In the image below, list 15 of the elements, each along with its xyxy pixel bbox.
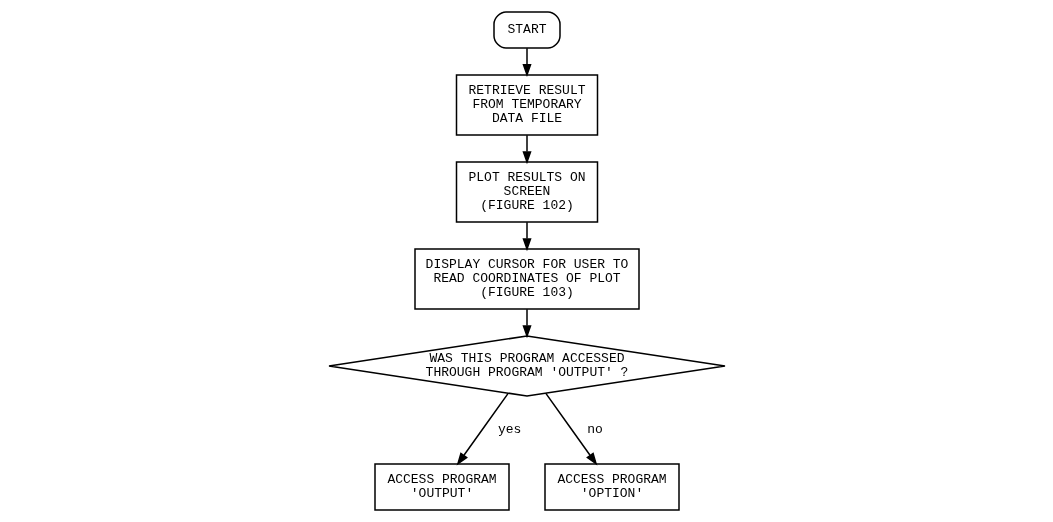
arrow (456, 392, 509, 466)
arrow (521, 308, 532, 339)
node-box: RETRIEVE RESULT FROM TEMPORARY DATA FILE (455, 74, 598, 136)
node-box: START (492, 11, 561, 49)
arrow (521, 47, 532, 78)
node-box: PLOT RESULTS ON SCREEN (FIGURE 102) (455, 161, 598, 223)
node-diamond: WAS THIS PROGRAM ACCESSED THROUGH PROGRAM 'OUTPUT' ? (327, 335, 726, 397)
node-box: ACCESS PROGRAM 'OPTION' (543, 463, 680, 511)
node-box: ACCESS PROGRAM 'OUTPUT' (373, 463, 510, 511)
arrow (521, 221, 532, 252)
edge-label: yes (497, 422, 521, 438)
arrow (544, 392, 597, 466)
edge-label: no (586, 422, 603, 438)
arrow (521, 134, 532, 165)
node-box: DISPLAY CURSOR FOR USER TO READ COORDINATES OF PLOT (FIGURE 103) (413, 248, 640, 310)
